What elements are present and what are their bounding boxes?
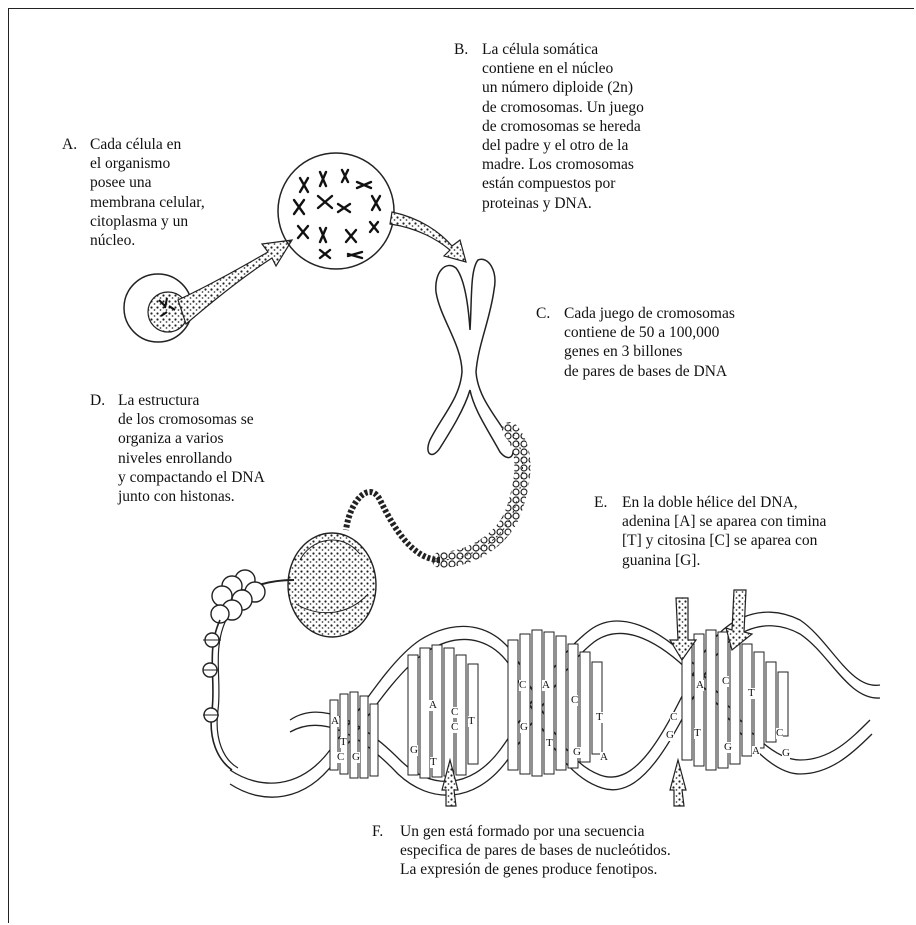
base-pair-bars [330, 630, 788, 778]
label-a: A. Cada célula en el organismo posee una… [62, 135, 205, 250]
base-letter: C [451, 722, 458, 733]
label-e-line: adenina [A] se aparea con timina [622, 512, 826, 531]
label-d-line: organiza a varios [118, 429, 265, 448]
label-b: B. La célula somática contiene en el núc… [454, 40, 644, 213]
label-f: F. Un gen está formado por una secuencia… [372, 822, 671, 880]
label-a-line: citoplasma y un [90, 212, 205, 231]
base-letter: T [430, 757, 437, 768]
base-letter: G [666, 730, 674, 741]
label-f-line: La expresión de genes produce fenotipos. [400, 860, 671, 879]
label-e-line: [T] y citosina [C] se aparea con [622, 531, 826, 550]
base-letter: T [748, 688, 755, 699]
label-e: E. En la doble hélice del DNA, adenina [… [594, 493, 826, 570]
label-c-line: de pares de bases de DNA [564, 362, 735, 381]
base-letter: A [752, 746, 760, 757]
label-b-line: La célula somática [482, 40, 644, 59]
label-b-line: de cromosomas se hereda [482, 117, 644, 136]
base-letter: G [724, 742, 732, 753]
label-c-line: contiene de 50 a 100,000 [564, 323, 735, 342]
base-letter: G [573, 747, 581, 758]
label-a-line: núcleo. [90, 231, 205, 250]
label-c-line: genes en 3 billones [564, 342, 735, 361]
nucleus-illustration [278, 153, 394, 269]
label-a-letter: A. [62, 135, 77, 154]
base-letter: C [571, 695, 578, 706]
label-c: C. Cada juego de cromosomas contiene de … [536, 304, 735, 381]
base-letter: C [337, 752, 344, 763]
base-letter: T [694, 728, 701, 739]
label-b-line: están compuestos por [482, 174, 644, 193]
chromosome-illustration [428, 259, 513, 457]
base-letter: T [596, 712, 603, 723]
label-b-line: del padre y el otro de la [482, 136, 644, 155]
label-e-text: En la doble hélice del DNA, adenina [A] … [622, 493, 826, 570]
label-b-line: madre. Los cromosomas [482, 155, 644, 174]
label-f-letter: F. [372, 822, 383, 841]
base-letter: A [331, 716, 339, 727]
label-c-line: Cada juego de cromosomas [564, 304, 735, 323]
label-b-line: proteinas y DNA. [482, 194, 644, 213]
arrow-cell-to-nucleus [178, 240, 292, 324]
label-d-line: de los cromosomas se [118, 410, 265, 429]
dna-thread-with-beads [203, 620, 238, 770]
label-d-line: y compactando el DNA [118, 468, 265, 487]
base-letter: C [670, 712, 677, 723]
label-a-text: Cada célula en el organismo posee una me… [90, 135, 205, 250]
base-letter: C [722, 676, 729, 687]
label-e-line: guanina [G]. [622, 551, 826, 570]
label-a-line: posee una [90, 173, 205, 192]
base-letter: A [542, 680, 550, 691]
label-c-letter: C. [536, 304, 550, 323]
label-a-line: el organismo [90, 154, 205, 173]
label-d: D. La estructura de los cromosomas se or… [90, 391, 265, 506]
label-b-line: contiene en el núcleo [482, 59, 644, 78]
base-letter: C [776, 728, 783, 739]
base-letter: A [600, 752, 608, 763]
label-b-letter: B. [454, 40, 468, 59]
arrow-nucleus-to-chromosome [390, 212, 466, 262]
label-d-line: junto con histonas. [118, 487, 265, 506]
label-f-line: especifica de pares de bases de nucleóti… [400, 841, 671, 860]
base-letter: T [340, 737, 347, 748]
label-e-line: En la doble hélice del DNA, [622, 493, 826, 512]
label-d-text: La estructura de los cromosomas se organ… [118, 391, 265, 506]
base-letter: C [451, 707, 458, 718]
label-a-line: membrana celular, [90, 193, 205, 212]
label-e-letter: E. [594, 493, 607, 512]
base-letter: G [410, 745, 418, 756]
label-c-text: Cada juego de cromosomas contiene de 50 … [564, 304, 735, 381]
label-d-line: La estructura [118, 391, 265, 410]
label-f-text: Un gen está formado por una secuencia es… [400, 822, 671, 880]
label-f-line: Un gen está formado por una secuencia [400, 822, 671, 841]
base-letter: C [519, 680, 526, 691]
label-a-line: Cada célula en [90, 135, 205, 154]
base-letter: T [468, 716, 475, 727]
base-letter: G [352, 752, 360, 763]
nucleosome-beads [211, 570, 294, 623]
label-d-letter: D. [90, 391, 105, 410]
label-b-line: un número diploide (2n) [482, 78, 644, 97]
label-b-line: de cromosomas. Un juego [482, 98, 644, 117]
base-letter: T [546, 738, 553, 749]
base-letter: A [429, 700, 437, 711]
base-letter: G [782, 748, 790, 759]
label-d-line: niveles enrollando [118, 449, 265, 468]
base-letter: G [520, 722, 528, 733]
label-b-text: La célula somática contiene en el núcleo… [482, 40, 644, 213]
base-letter: A [696, 680, 704, 691]
compacted-chromatin-cluster [288, 533, 376, 637]
